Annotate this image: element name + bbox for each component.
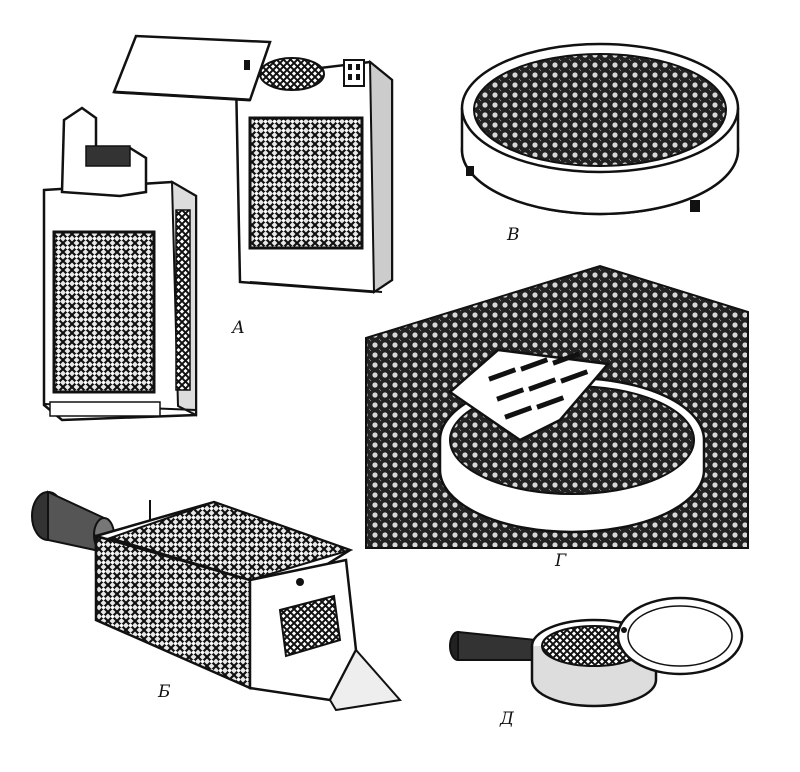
panel-b-label: Б [157,682,171,702]
panel-g-label: Г [554,551,567,571]
panel-d-label: Д [499,709,515,729]
slotted-plate [447,348,611,442]
panel-g-frame-on-comb: Г [365,264,749,571]
panel-d-round-cage: Д [449,596,744,729]
cage-left [42,106,198,422]
panel-v-round-sieve: В [460,42,740,245]
cage-right [112,34,394,294]
panel-a-queen-cages: А [42,34,394,422]
panel-b-tube-cage: Б [31,490,402,712]
panel-a-label: А [231,318,245,338]
panel-v-label: В [506,225,520,245]
